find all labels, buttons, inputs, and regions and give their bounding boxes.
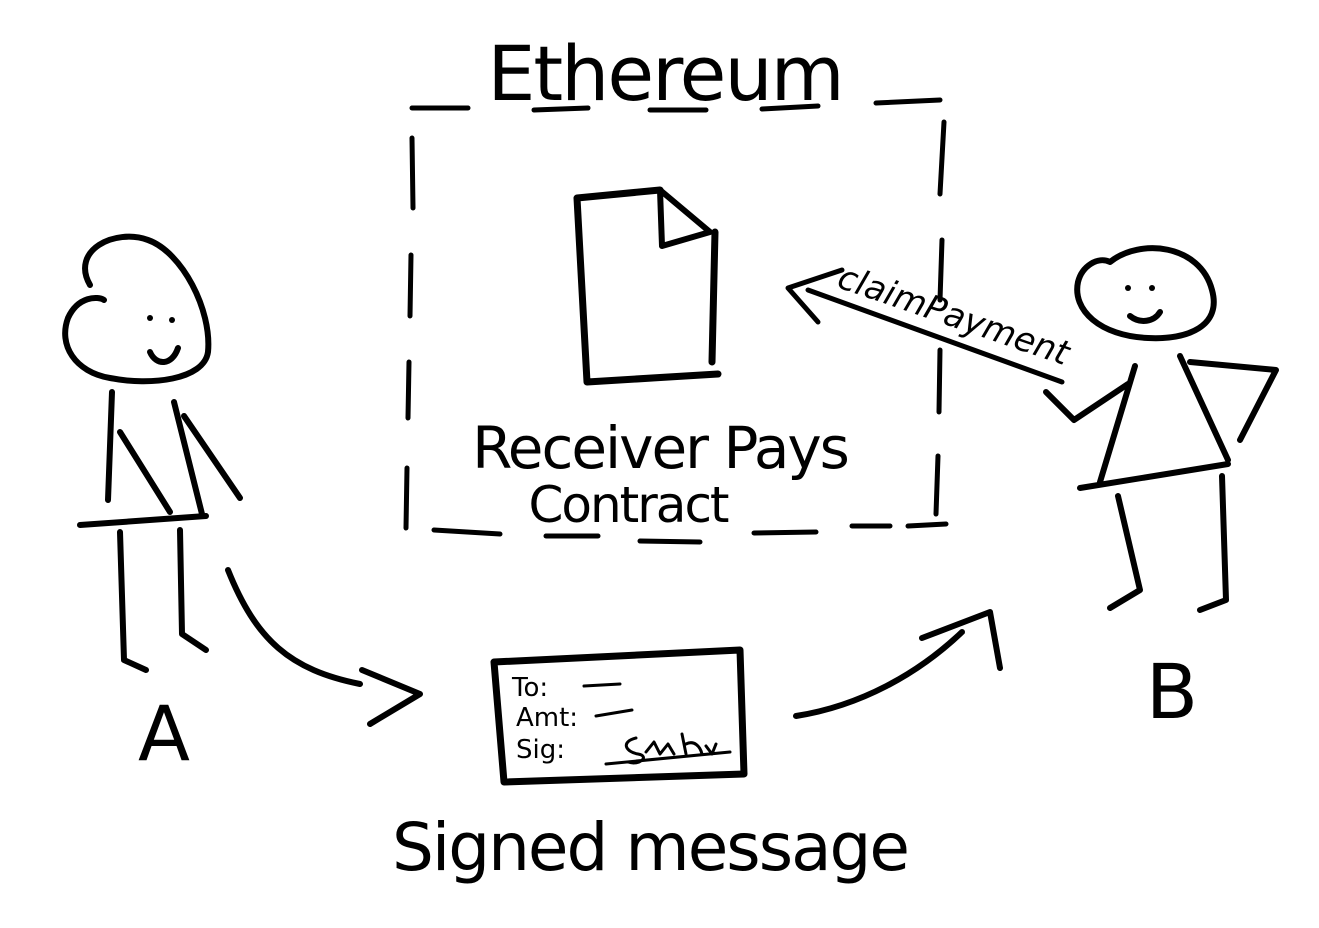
receiver-stick-figure <box>1043 245 1279 613</box>
contract-document-icon <box>573 186 722 386</box>
contract-label-line2: Contract <box>528 476 728 534</box>
contract-label-line1: Receiver Pays <box>472 414 848 482</box>
ethereum-title: Ethereum <box>487 29 842 118</box>
ethereum-boundary <box>403 97 949 545</box>
message-to-receiver-arrow <box>793 609 1003 719</box>
message-to-field: To: <box>511 673 548 703</box>
sender-to-message-arrow <box>225 567 423 727</box>
claim-payment-label: claimPayment <box>833 257 1076 374</box>
signature-scribble <box>604 732 732 766</box>
sender-stick-figure <box>62 233 243 673</box>
message-signature-field: Sig: <box>516 735 565 765</box>
receiver-label: B <box>1146 647 1198 736</box>
claim-payment-arrow <box>785 267 1065 385</box>
message-amount-field: Amt: <box>516 703 578 733</box>
signed-message-caption: Signed message <box>392 809 908 886</box>
signed-message-card: To: Amt: Sig: <box>490 646 748 786</box>
sender-label: A <box>138 689 190 778</box>
